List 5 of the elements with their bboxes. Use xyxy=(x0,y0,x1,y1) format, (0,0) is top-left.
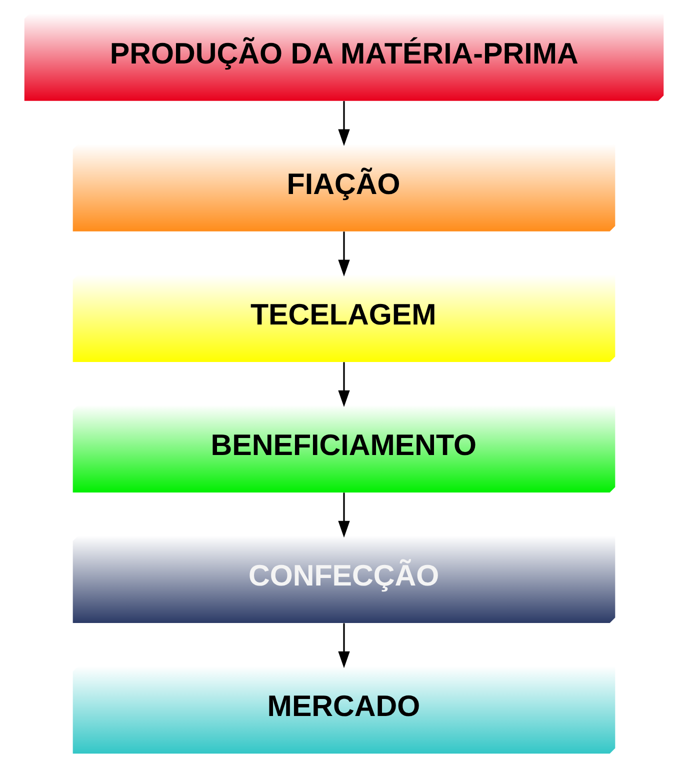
arrow xyxy=(338,623,350,668)
arrow xyxy=(338,362,350,408)
arrow xyxy=(338,232,350,276)
arrow xyxy=(338,492,350,538)
arrow xyxy=(338,101,350,146)
